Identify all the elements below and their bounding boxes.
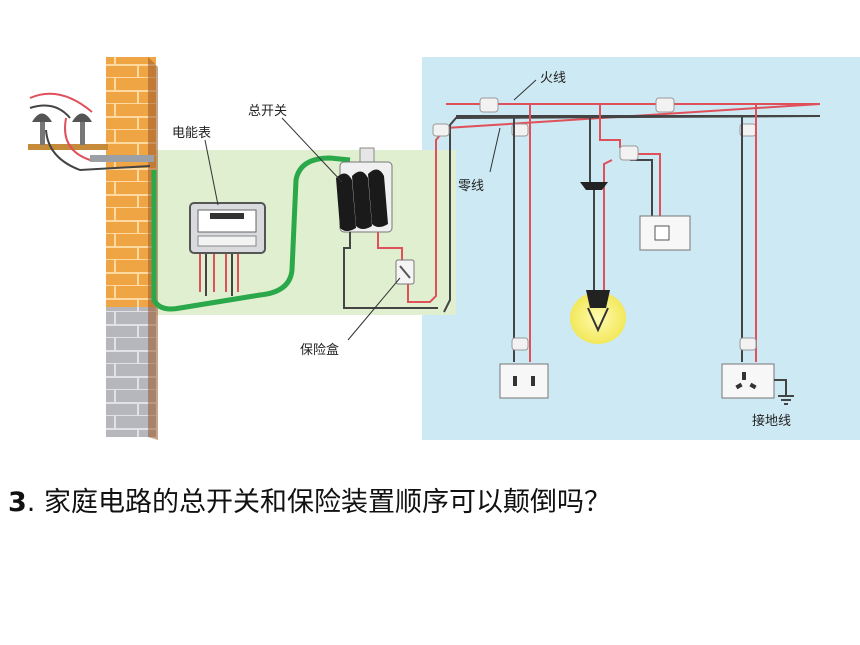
label-live-wire: 火线 bbox=[540, 71, 566, 86]
household-circuit-diagram: 火线 零线 电能表 总开关 保险盒 接地线 bbox=[28, 57, 860, 440]
line-clips bbox=[432, 97, 757, 137]
label-ground-wire: 接地线 bbox=[752, 413, 791, 429]
ceiling-rose bbox=[580, 182, 608, 190]
electricity-meter bbox=[189, 202, 266, 254]
green-service-cable bbox=[151, 155, 351, 312]
lamp-branch bbox=[570, 104, 691, 344]
ground-symbol bbox=[778, 395, 794, 405]
outdoor-insulators bbox=[28, 92, 154, 172]
ground-wire bbox=[774, 379, 787, 396]
lamp-glow bbox=[570, 292, 626, 344]
label-fuse-box: 保险盒 bbox=[300, 342, 339, 358]
fuse-box bbox=[395, 259, 415, 285]
question-text: 3. 家庭电路的总开关和保险装置顺序可以颠倒吗？ bbox=[8, 480, 858, 519]
socket-slot bbox=[513, 376, 517, 386]
meter-wires bbox=[199, 248, 239, 296]
lamp-holder bbox=[586, 290, 610, 308]
label-meter: 电能表 bbox=[172, 126, 211, 141]
socket-slot bbox=[531, 376, 535, 386]
label-neutral-wire: 零线 bbox=[458, 179, 484, 194]
question-body: 家庭电路的总开关和保险装置顺序可以颠倒吗？ bbox=[43, 487, 611, 518]
leader-lines bbox=[204, 79, 537, 341]
left-socket-branch bbox=[499, 104, 549, 399]
main-switch bbox=[336, 147, 393, 233]
label-main-switch: 总开关 bbox=[248, 104, 287, 119]
brick-wall bbox=[106, 57, 158, 440]
distribution-lines bbox=[446, 103, 820, 117]
question-separator: . bbox=[26, 487, 36, 518]
right-socket-branch bbox=[721, 104, 794, 405]
question-number: 3 bbox=[8, 487, 27, 518]
